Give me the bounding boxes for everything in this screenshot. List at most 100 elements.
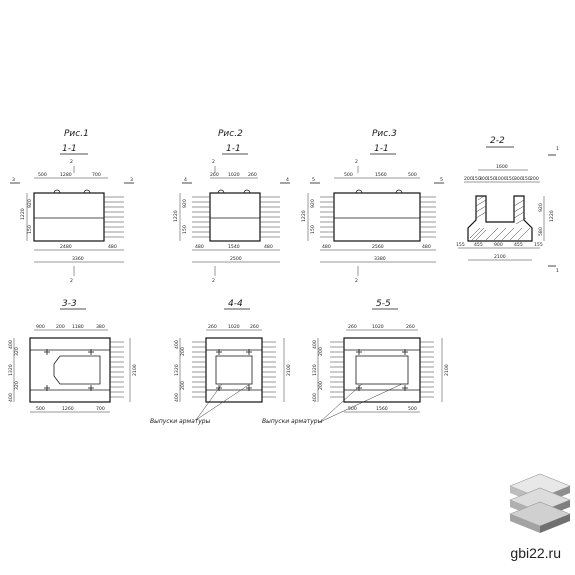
section-2-2-top-part-6: 300 [514, 176, 523, 182]
plan-5-5-left-4: 400 [312, 393, 318, 402]
figure-2-section-label: 1-1 [226, 144, 241, 154]
section-2-2-top-part-2: 300 [479, 176, 488, 182]
section-2-2-dim-top: 1600 [496, 164, 508, 170]
figure-2-dim-bottom-1: 1540 [228, 244, 240, 250]
figure-2-dim-top-1: 1020 [228, 172, 240, 178]
plan-4-4-label: 4-4 [228, 299, 243, 309]
plan-3-3-top-3: 380 [96, 324, 105, 330]
figure-1-dim-top-0: 500 [38, 172, 47, 178]
figure-2: Рис.2 1-1 2 4 4 260 1020 260 1220 [173, 129, 290, 284]
figure-1-dim-overall: 3360 [72, 256, 84, 262]
plan-3-3-left-3: 320 [14, 381, 20, 390]
section-2-2-top-part-5: 150 [506, 176, 515, 182]
plan-5-5-label: 5-5 [376, 299, 391, 309]
section-2-2-bottom-part-4: 155 [534, 242, 543, 248]
section-2-2-dim-right-0: 920 [538, 203, 544, 212]
figure-1-dim-bottom-1: 480 [108, 244, 117, 250]
plan-5-5-right: 2100 [444, 364, 450, 376]
logo-icon [509, 473, 571, 533]
section-2-2-top-part-4: 1000 [495, 176, 507, 182]
plan-4-4-left-1: 200 [180, 347, 186, 356]
section-2-2-dim-right-1: 580 [538, 227, 544, 236]
figure-3-section-label: 1-1 [374, 144, 389, 154]
figure-3-dim-top-0: 500 [344, 172, 353, 178]
figure-2-label: Рис.2 [218, 129, 243, 139]
plan-3-3-left-0: 400 [8, 340, 14, 349]
plan-5-5-left-3: 200 [318, 381, 324, 390]
figure-3-dim-side-0: 1220 [301, 210, 307, 222]
figure-2-cut-left: 4 [184, 177, 187, 183]
plan-5-5-top-1: 1020 [372, 324, 384, 330]
figure-2-cut-top: 2 [212, 159, 215, 165]
plan-4-4-right: 2100 [286, 364, 292, 376]
section-2-2-bottom-part-3: 455 [514, 242, 523, 248]
section-2-2-top-part-0: 200 [464, 176, 473, 182]
plan-4-4-top-2: 260 [250, 324, 259, 330]
plan-5-5: 5-5 260 1020 260 [262, 299, 450, 425]
plan-3-3-right: 2100 [132, 364, 138, 376]
section-2-2-label: 2-2 [490, 136, 505, 146]
plan-4-4-top-1: 1020 [228, 324, 240, 330]
plan-3-3-left-2: 1320 [8, 364, 14, 376]
plan-4-4-left-3: 200 [180, 381, 186, 390]
figure-1-cut-bottom: 2 [70, 278, 73, 284]
figure-2-dim-bottom-0: 480 [195, 244, 204, 250]
plan-3-3: 3-3 900 200 1180 380 400 320 1320 320 4 [8, 299, 138, 413]
section-2-2-bottom-part-1: 455 [474, 242, 483, 248]
figure-2-cut-bottom: 2 [212, 278, 215, 284]
figure-1-dim-side-0: 1220 [20, 208, 26, 220]
figure-1-cut-right: 3 [130, 177, 133, 183]
figure-1-dim-bottom-0: 2480 [60, 244, 72, 250]
plan-4-4-note: Выпуски арматуры [150, 418, 211, 425]
plan-4-4-left-4: 400 [174, 393, 180, 402]
plan-5-5-left-1: 200 [318, 347, 324, 356]
section-2-2-bottom-part-0: 155 [456, 242, 465, 248]
figure-3-dim-side-1: 920 [310, 199, 316, 208]
figure-2-dim-side-2: 150 [182, 225, 188, 234]
plan-5-5-note: Выпуски арматуры [262, 418, 323, 425]
plan-5-5-bottom-2: 500 [408, 406, 417, 412]
plan-3-3-left-1: 320 [14, 347, 20, 356]
figure-1-cut-top: 2 [70, 159, 73, 165]
figure-2-dim-top-0: 260 [210, 172, 219, 178]
plan-4-4-left-0: 400 [174, 340, 180, 349]
plan-3-3-bottom-1: 1260 [62, 406, 74, 412]
figure-2-dim-bottom-2: 480 [264, 244, 273, 250]
figure-2-dim-top-2: 260 [248, 172, 257, 178]
figure-3-cut-right: 5 [440, 177, 443, 183]
figure-3-dim-bottom-0: 480 [322, 244, 331, 250]
watermark: gbi22.ru [510, 545, 561, 561]
section-2-2: 2-2 1 1600 200 150 300 150 1000 150 300 … [456, 136, 559, 274]
figure-2-dim-side-1: 920 [182, 199, 188, 208]
plan-3-3-bottom-0: 500 [36, 406, 45, 412]
plan-3-3-top-2: 1180 [72, 324, 84, 330]
figure-1-dim-top-1: 1280 [60, 172, 72, 178]
plan-5-5-top-0: 260 [348, 324, 357, 330]
figure-2-dim-overall: 2500 [230, 256, 242, 262]
figure-3-dim-top-2: 500 [408, 172, 417, 178]
figure-1: Рис.1 1-1 2 3 3 500 1280 700 1220 920 15… [10, 129, 134, 284]
section-2-2-top-part-1: 150 [472, 176, 481, 182]
figure-1-dim-side-2: 150 [27, 225, 33, 234]
section-2-2-top-part-8: 200 [530, 176, 539, 182]
plan-5-5-bottom-0: 500 [348, 406, 357, 412]
plan-5-5-top-2: 260 [406, 324, 415, 330]
plan-4-4: 4-4 260 1020 260 [150, 299, 292, 425]
figure-1-label: Рис.1 [64, 129, 89, 139]
figure-3-dim-bottom-1: 2560 [372, 244, 384, 250]
plan-5-5-left-2: 1320 [312, 364, 318, 376]
plan-4-4-left-2: 1320 [174, 364, 180, 376]
figure-3-dim-overall: 3380 [374, 256, 386, 262]
figure-1-dim-side-1: 920 [27, 199, 33, 208]
plan-3-3-top-1: 200 [56, 324, 65, 330]
plan-4-4-top-0: 260 [208, 324, 217, 330]
figure-2-cut-right: 4 [286, 177, 289, 183]
figure-3: Рис.3 1-1 2 5 5 500 1560 500 1220 [301, 129, 444, 284]
section-2-2-top-part-3: 150 [487, 176, 496, 182]
plan-3-3-top-0: 900 [36, 324, 45, 330]
plan-5-5-left-0: 400 [312, 340, 318, 349]
figure-2-dim-side-0: 1220 [173, 210, 179, 222]
figure-3-dim-side-2: 150 [310, 225, 316, 234]
figure-1-section-label: 1-1 [62, 144, 77, 154]
